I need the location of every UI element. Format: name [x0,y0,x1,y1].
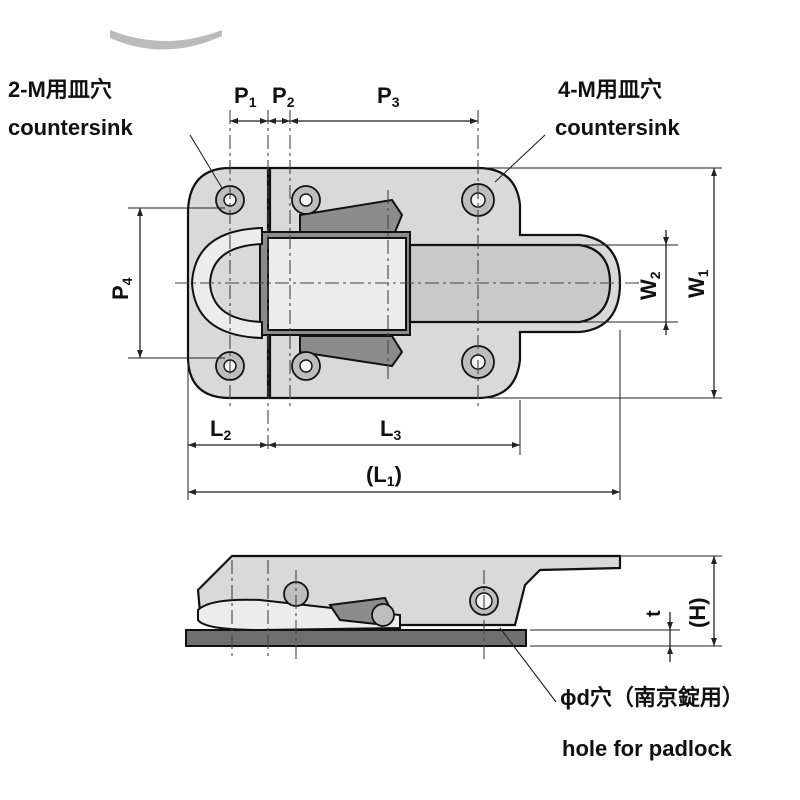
dim-l2: L2 [210,416,231,443]
dim-w1: W1 [684,269,711,298]
hasp-center [267,237,407,331]
dimensions-top [128,118,722,500]
dim-p1: P1 [234,83,257,110]
dim-w2: W2 [636,271,663,300]
padlock-hole-en-label: hole for padlock [562,736,733,761]
countersink-hole [291,351,321,381]
countersink-right-label: 4-M用皿穴 [558,77,662,102]
countersink-hole [215,351,245,381]
leader-padlock-hole [499,627,557,703]
pivot-hole [371,603,395,627]
countersink-left-en-label: countersink [8,115,133,140]
dimensions-side [530,555,722,662]
leader-countersink-left [189,134,223,189]
dim-l1: (L1) [366,462,402,489]
wire-loop [190,226,263,340]
lever-bottom [299,335,404,368]
lever-top [299,198,404,233]
dim-p2: P2 [272,83,295,110]
side-view [185,554,622,660]
top-view [175,110,640,450]
dim-l3: L3 [380,416,401,443]
side-loop [197,598,401,632]
countersink-left-label: 2-M用皿穴 [8,77,112,102]
dim-p4: P4 [108,277,135,300]
countersink-right-en-label: countersink [555,115,680,140]
countersink-hole [291,185,321,215]
dim-h: (H) [685,597,710,628]
leader-countersink-right [494,134,546,183]
dim-t: t [643,610,665,617]
dim-p3: P3 [377,83,400,110]
countersink-hole [461,183,495,217]
cropped-shape [110,30,222,50]
base-strip [185,629,527,647]
padlock-hole-jp-label: ϕd穴（南京錠用） [560,685,744,710]
